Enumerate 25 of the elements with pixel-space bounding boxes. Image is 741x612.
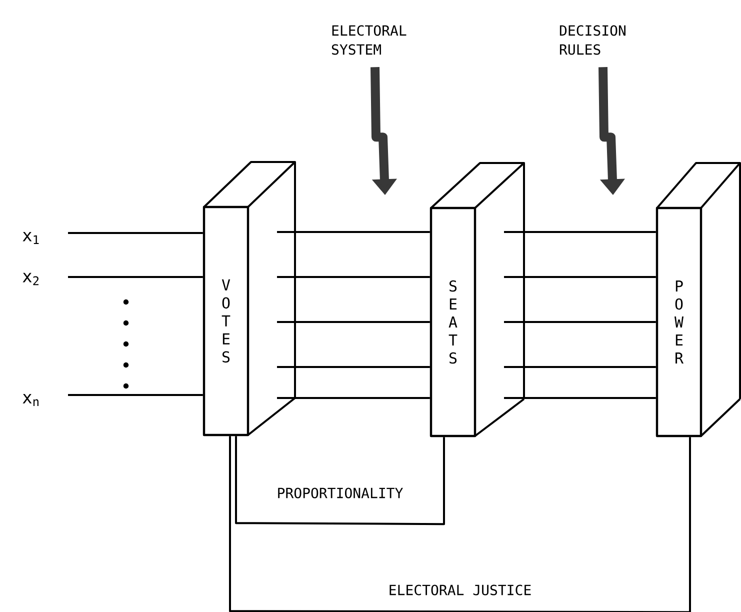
connecting-line — [504, 276, 656, 278]
input-label: DECISION RULES — [560, 25, 626, 55]
connecting-line — [504, 397, 656, 399]
input-line — [68, 276, 203, 278]
connecting-line — [277, 231, 430, 233]
connecting-line — [277, 397, 430, 399]
edge-label: PROPORTIONALITY — [274, 486, 406, 500]
connecting-line — [504, 231, 656, 233]
slab-front: POWER — [656, 206, 702, 438]
variable-label: x$_{n}$ — [22, 394, 38, 406]
connecting-line — [277, 321, 430, 323]
connecting-line — [277, 366, 430, 368]
bracket-line — [229, 436, 691, 612]
connecting-line — [277, 276, 430, 278]
input-line — [68, 394, 203, 396]
edge-label: ELECTORAL JUSTICE — [386, 582, 534, 598]
variable-label: x$_{2}$ — [22, 272, 38, 286]
slab-front: SEATS — [430, 206, 476, 438]
bracket-line — [235, 436, 445, 526]
slab-front: VOTES — [202, 206, 250, 436]
connecting-line — [504, 366, 656, 368]
connecting-line — [504, 321, 656, 323]
input-label: ELECTORAL SYSTEM — [332, 25, 406, 55]
input-line — [68, 232, 203, 234]
variable-label: x$_{1}$ — [22, 232, 39, 244]
